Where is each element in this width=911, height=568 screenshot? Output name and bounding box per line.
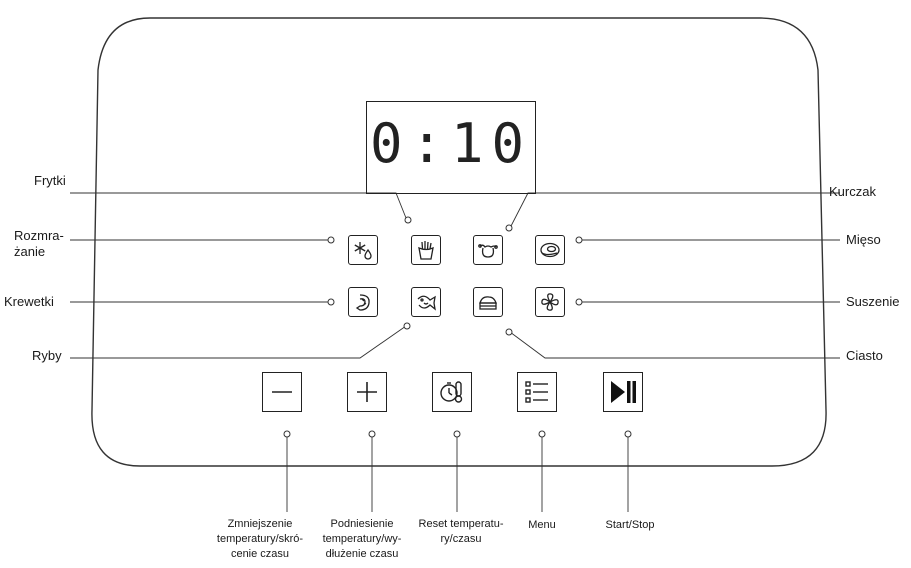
menu-button[interactable] — [517, 372, 557, 412]
label-shrimp: Krewetki — [4, 294, 54, 309]
steak-icon — [540, 242, 560, 258]
display-time: 0:10 — [369, 112, 533, 175]
leader-cake — [509, 331, 840, 359]
leader-fish — [70, 325, 407, 359]
start-stop-button[interactable] — [603, 372, 643, 412]
plus-icon — [357, 382, 377, 402]
label-menu: Menu — [528, 519, 556, 531]
chicken-button[interactable] — [473, 235, 503, 265]
label-chicken: Kurczak — [829, 184, 876, 199]
label-minus: Zmniejszenie temperatury/skró- cenie cza… — [216, 518, 304, 560]
label-cake: Ciasto — [846, 348, 883, 363]
label-meat: Mięso — [846, 232, 881, 247]
label-start-stop: Start/Stop — [605, 519, 655, 531]
time-display: 0:10 — [366, 101, 536, 194]
defrost-button[interactable] — [348, 235, 378, 265]
panel-outline — [91, 17, 827, 467]
label-fries: Frytki — [34, 173, 66, 188]
label-plus: Podniesienie temperatury/wy- dłużenie cz… — [322, 518, 402, 560]
drying-button[interactable] — [535, 287, 565, 317]
chicken-leg-icon — [478, 244, 498, 258]
cake-slice-icon — [479, 296, 497, 310]
fries-icon — [418, 241, 434, 260]
fan-icon — [541, 293, 559, 311]
label-reset: Reset temperatu- ry/czasu — [418, 518, 504, 545]
cake-button[interactable] — [473, 287, 503, 317]
menu-list-icon — [525, 381, 548, 403]
snowflake-drop-icon — [354, 242, 372, 260]
reset-button[interactable] — [432, 372, 472, 412]
meat-button[interactable] — [535, 235, 565, 265]
play-pause-icon — [611, 381, 636, 403]
label-drying: Suszenie — [846, 294, 900, 309]
shrimp-icon — [355, 294, 370, 311]
label-defrost: Rozmra- żanie — [14, 228, 64, 259]
leader-chicken — [509, 192, 840, 229]
fish-icon — [417, 295, 436, 311]
fish-button[interactable] — [411, 287, 441, 317]
leader-fries — [70, 192, 407, 219]
shrimp-button[interactable] — [348, 287, 378, 317]
label-fish: Ryby — [32, 348, 62, 363]
plus-button[interactable] — [347, 372, 387, 412]
thermometer-timer-icon — [440, 381, 463, 403]
fries-button[interactable] — [411, 235, 441, 265]
minus-icon — [272, 391, 292, 393]
minus-button[interactable] — [262, 372, 302, 412]
